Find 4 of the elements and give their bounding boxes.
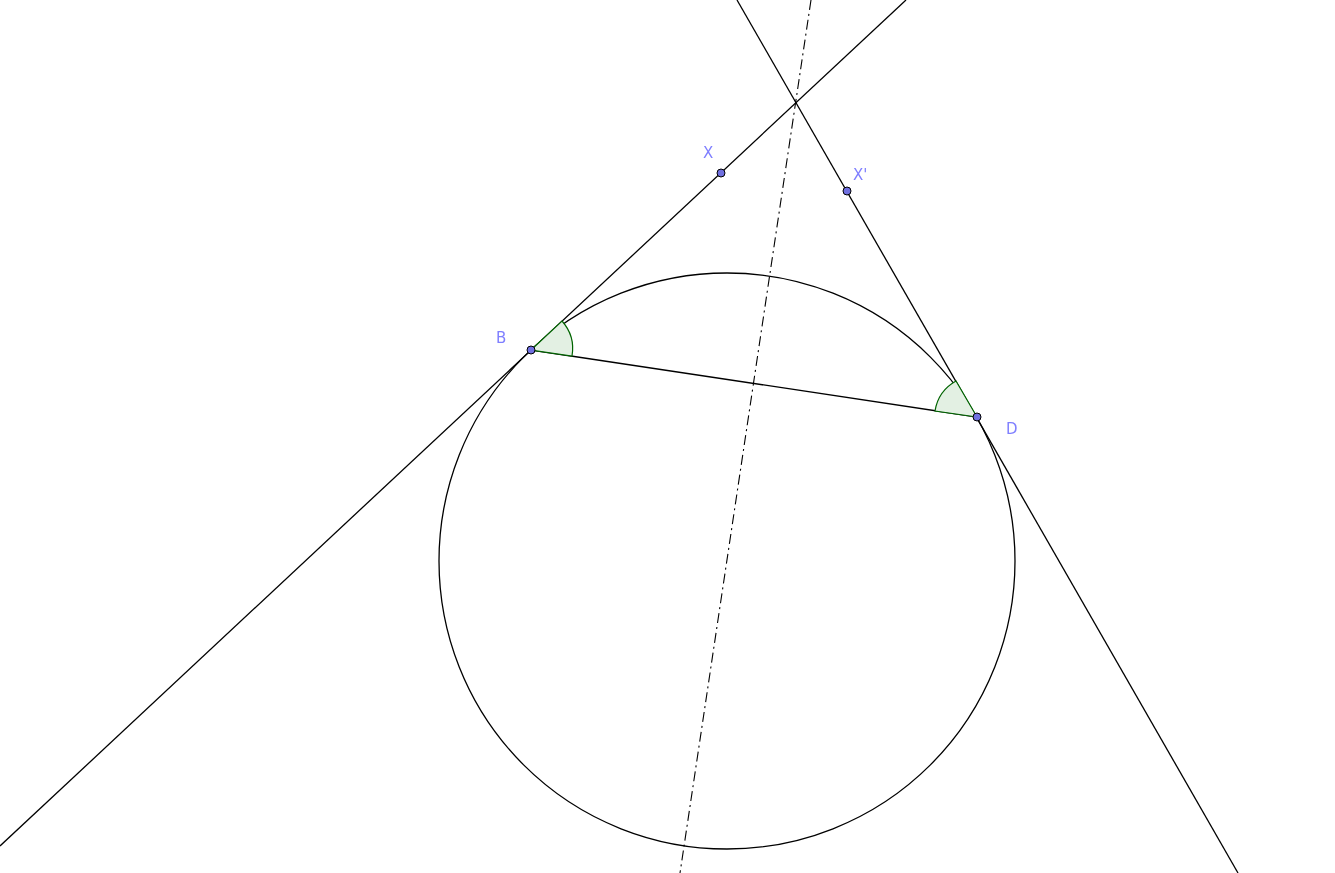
point-label: X	[703, 146, 714, 161]
point-label: D	[1006, 422, 1018, 437]
point-label: X'	[853, 168, 868, 183]
point-label: B	[496, 331, 507, 346]
